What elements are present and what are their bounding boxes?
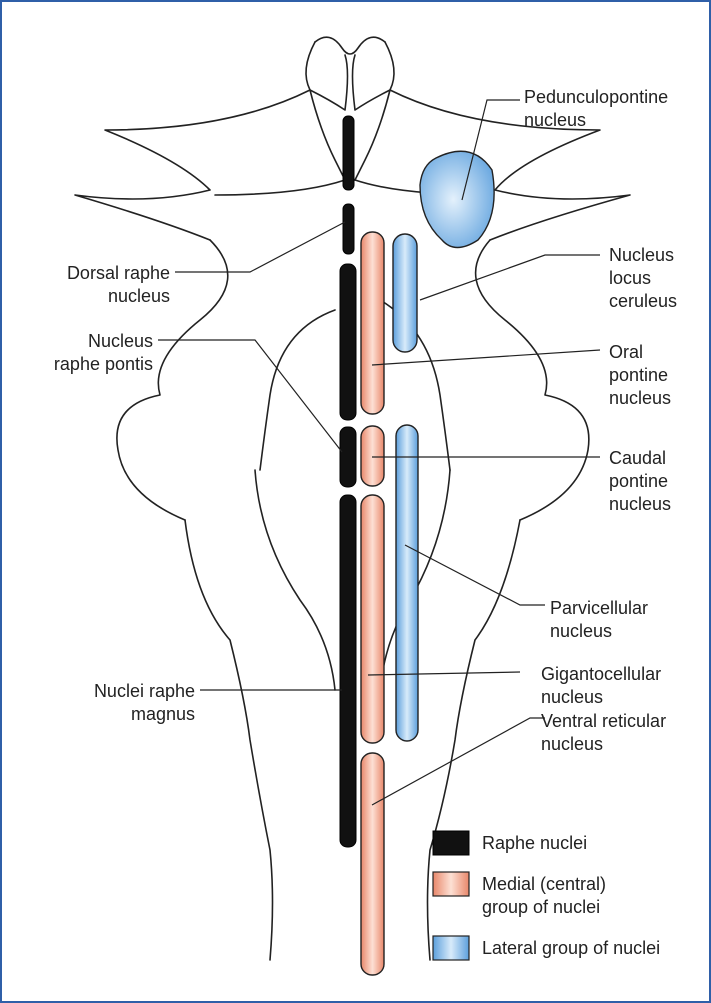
legend-swatch-lateral bbox=[433, 936, 469, 960]
legend-label-medial: Medial (central)group of nuclei bbox=[482, 873, 606, 919]
raphe-segment bbox=[340, 427, 356, 487]
raphe-nuclei-group bbox=[340, 116, 356, 847]
legend-swatch-medial bbox=[433, 872, 469, 896]
raphe-segment bbox=[340, 264, 356, 420]
raphe-segment bbox=[340, 495, 356, 847]
locus-ceruleus-shape bbox=[393, 234, 417, 352]
legend-swatch-raphe bbox=[433, 831, 469, 855]
gigantocellular-nucleus-shape bbox=[361, 495, 384, 743]
legend-label-lateral: Lateral group of nuclei bbox=[482, 937, 660, 960]
caudal-pontine-nucleus-shape bbox=[361, 426, 384, 486]
pedunculopontine-nucleus-shape bbox=[420, 151, 494, 247]
lateral-nuclei-group bbox=[393, 151, 494, 741]
medial-nuclei-group bbox=[361, 232, 384, 975]
legend-label-raphe: Raphe nuclei bbox=[482, 832, 587, 855]
legend-swatches bbox=[433, 831, 469, 960]
parvicellular-nucleus-shape bbox=[396, 425, 418, 741]
raphe-segment bbox=[343, 116, 354, 190]
oral-pontine-nucleus-shape bbox=[361, 232, 384, 414]
ventral-reticular-nucleus-shape bbox=[361, 753, 384, 975]
raphe-segment bbox=[343, 204, 354, 254]
